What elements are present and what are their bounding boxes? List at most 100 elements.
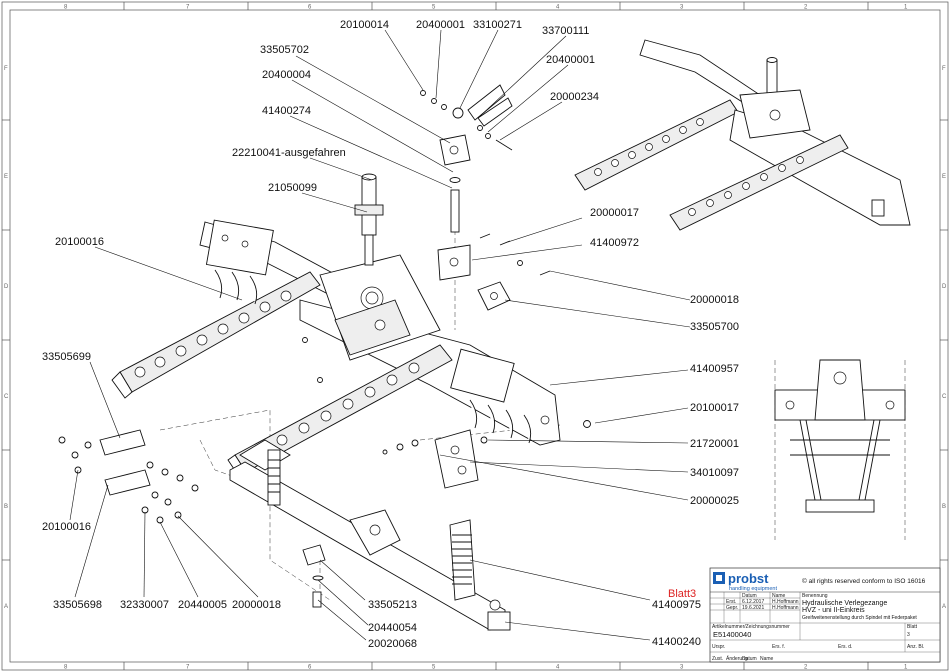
part-number: 41400975 — [652, 599, 701, 611]
drawing-title: Hydraulische Verlegezange — [802, 600, 887, 607]
svg-text:Name: Name — [772, 593, 786, 599]
leader-lines — [69, 29, 691, 641]
part-number: 22210041-ausgefahren — [232, 147, 346, 159]
part-callouts: 20100014 20400001 33100271 33700111 3350… — [42, 19, 739, 650]
svg-text:Ers. f.: Ers. f. — [772, 644, 785, 650]
side-ref: F — [942, 66, 946, 72]
svg-text:Name: Name — [760, 656, 774, 662]
part-number: 33505702 — [260, 44, 309, 56]
sheet-label: Blatt3 — [668, 588, 696, 600]
bottom-ref: 6 — [308, 665, 312, 671]
sheet-number: 3 — [907, 632, 910, 638]
svg-text:6.12.2017: 6.12.2017 — [742, 599, 764, 605]
svg-text:Datum: Datum — [742, 656, 757, 662]
top-ref: 1 — [904, 5, 908, 11]
part-number: 41400972 — [590, 237, 639, 249]
part-number: 34010097 — [690, 467, 739, 479]
svg-text:Änderung: Änderung — [726, 655, 748, 662]
part-number: 33505213 — [368, 599, 417, 611]
top-hardware — [302, 84, 591, 428]
part-number: 21050099 — [268, 182, 317, 194]
part-number: 20440005 — [178, 599, 227, 611]
side-ref: C — [4, 394, 9, 400]
part-number: 41400957 — [690, 363, 739, 375]
top-ref: 7 — [186, 5, 190, 11]
side-ref: C — [942, 394, 947, 400]
part-number: 33505698 — [53, 599, 102, 611]
part-number: 20100016 — [42, 521, 91, 533]
bottom-ref: 2 — [804, 665, 808, 671]
part-number: 20000017 — [590, 207, 639, 219]
drawing-number: E51400040 — [713, 630, 751, 639]
top-ref: 4 — [556, 5, 560, 11]
part-number: 32330007 — [120, 599, 169, 611]
part-number: 20000018 — [232, 599, 281, 611]
spring-column — [449, 519, 476, 601]
svg-text:19.6.2021: 19.6.2021 — [742, 605, 764, 611]
part-number: 20400004 — [262, 69, 311, 81]
center-frame — [319, 254, 441, 361]
svg-text:H.Hoffmann: H.Hoffmann — [772, 605, 799, 611]
drawing-number-label: Artikelnummer/Zeichnungsnummer — [712, 624, 790, 630]
svg-text:Ers. d.: Ers. d. — [838, 644, 852, 650]
bottom-ref: 5 — [432, 665, 436, 671]
frame-refs: 8 7 6 5 4 3 2 1 8 7 6 5 4 3 2 1 F E D C … — [4, 5, 947, 671]
side-ref: A — [942, 604, 946, 610]
part-number: 20400001 — [546, 54, 595, 66]
part-number: 20400001 — [416, 19, 465, 31]
svg-text:Datum: Datum — [742, 593, 757, 599]
svg-text:Anz. Bl.: Anz. Bl. — [907, 644, 924, 650]
top-ref: 6 — [308, 5, 312, 11]
part-number: 20000025 — [690, 495, 739, 507]
svg-text:Urspr.: Urspr. — [712, 644, 725, 650]
main-assembly — [58, 84, 591, 631]
part-number: 21720001 — [690, 438, 739, 450]
top-ref: 8 — [64, 5, 68, 11]
side-ref: D — [4, 284, 9, 290]
assembly-preview-iso — [574, 39, 911, 231]
svg-text:Zust.: Zust. — [712, 656, 723, 662]
logo-subtext: handling equipment — [729, 586, 777, 592]
side-ref: B — [4, 504, 8, 510]
part-number: 33505700 — [690, 321, 739, 333]
drawing-description: Greifweitenenstellung durch Spindel mit … — [802, 615, 917, 621]
side-brackets — [58, 429, 488, 608]
svg-text:Erst.: Erst. — [726, 599, 736, 605]
part-number: 20100016 — [55, 236, 104, 248]
part-number: 20020068 — [368, 638, 417, 650]
top-ref: 3 — [680, 5, 684, 11]
part-number: 20440054 — [368, 622, 417, 634]
bottom-ref: 3 — [680, 665, 684, 671]
title-block: probst handling equipment © all rights r… — [709, 567, 941, 663]
bottom-ref: 4 — [556, 665, 560, 671]
side-ref: F — [4, 66, 8, 72]
drawing-subtitle: HVZ - uni II-Einkreis — [802, 607, 865, 614]
copyright-note: © all rights reserved conform to ISO 160… — [802, 577, 926, 585]
part-number: 20000234 — [550, 91, 599, 103]
part-number: 20100014 — [340, 19, 389, 31]
part-number: 33505699 — [42, 351, 91, 363]
base-frame — [229, 439, 511, 631]
bottom-ref: 7 — [186, 665, 190, 671]
bottom-ref: 8 — [64, 665, 68, 671]
part-number: 20100017 — [690, 402, 739, 414]
part-number: 33700111 — [542, 25, 589, 37]
top-ref: 2 — [804, 5, 808, 11]
svg-text:Gepr.: Gepr. — [726, 605, 738, 611]
side-ref: A — [4, 604, 8, 610]
bottom-ref: 1 — [904, 665, 908, 671]
svg-text:H.Hoffmann: H.Hoffmann — [772, 599, 799, 605]
sheet-number-label: Blatt — [907, 624, 918, 630]
part-number: 20000018 — [690, 294, 739, 306]
logo-text: probst — [728, 571, 769, 586]
side-ref: D — [942, 284, 947, 290]
part-number: 41400274 — [262, 105, 311, 117]
assembly-front-view — [774, 359, 906, 540]
part-number: 33100271 — [473, 19, 522, 31]
top-ref: 5 — [432, 5, 436, 11]
spindle-cylinder — [354, 173, 461, 266]
side-ref: E — [4, 174, 8, 180]
